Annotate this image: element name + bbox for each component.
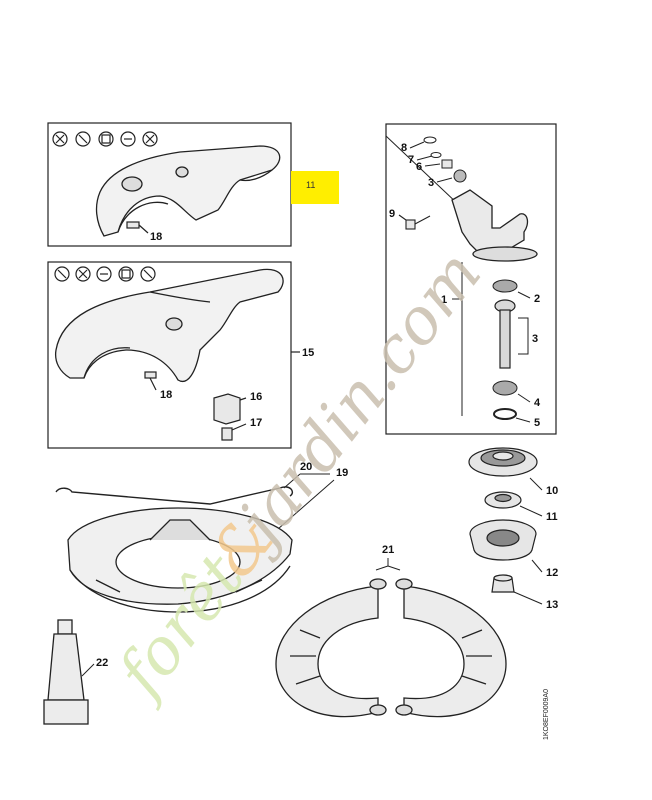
callout-21: 21 (382, 544, 394, 556)
part-11-washer (484, 491, 522, 509)
callout-8: 8 (401, 142, 407, 154)
screw-18-top (126, 221, 149, 234)
highlight-box[interactable] (291, 171, 339, 204)
callout-12: 12 (546, 567, 558, 579)
warning-icons-row-top (52, 131, 158, 147)
callout-11: 11 (546, 511, 558, 523)
leader-7 (416, 155, 433, 161)
leader-3-top (436, 177, 453, 183)
callout-18-bottom: 18 (160, 389, 172, 401)
screw-18-bottom (144, 371, 157, 391)
callout-17: 17 (250, 417, 262, 429)
gearbox-box-diagonal (385, 135, 461, 207)
part-9-screw (398, 214, 431, 230)
part-12-cup (469, 519, 537, 561)
highlight-label: 11 (306, 180, 315, 190)
part-6-bushing (441, 159, 453, 169)
callout-7: 7 (408, 154, 414, 166)
part-22-grease-tube (43, 619, 89, 725)
part-7-washer (430, 152, 442, 158)
part-21-guard-ring (275, 578, 507, 718)
part-16-bracket (213, 393, 247, 425)
callout-22: 22 (96, 657, 108, 669)
gearbox-housing (451, 189, 538, 262)
part-17-nut (221, 423, 247, 441)
callout-18-top: 18 (150, 231, 162, 243)
part-4-bearing (492, 380, 518, 396)
guard-shape-15 (54, 268, 284, 382)
leader-4 (517, 393, 531, 403)
leader-6 (424, 163, 441, 167)
leader-19 (269, 479, 335, 537)
leader-8 (409, 141, 425, 149)
leader-2 (517, 291, 531, 299)
leader-3-bracket (518, 317, 529, 355)
guard-detail-box-bottom (47, 261, 292, 449)
callout-2: 2 (534, 293, 540, 305)
part-5-circlip (493, 408, 517, 420)
callout-10: 10 (546, 485, 558, 497)
guard-shape-top (95, 145, 281, 237)
callout-15: 15 (302, 347, 314, 359)
part-10-thrust-plate (468, 447, 538, 477)
leader-5 (515, 417, 531, 423)
callout-3-shaft: 3 (532, 333, 538, 345)
part-13-nut (491, 574, 515, 593)
part-3-shaft (494, 299, 516, 369)
callout-3-top: 3 (428, 177, 434, 189)
drawing-code: 1KO8EF0009A0 (543, 689, 550, 740)
leader-13 (513, 591, 543, 605)
callout-5: 5 (534, 417, 540, 429)
leader-11 (519, 505, 543, 517)
part-8-clip (423, 136, 437, 144)
callout-4: 4 (534, 397, 541, 409)
callout-19: 19 (336, 467, 348, 479)
leader-21 (375, 558, 401, 571)
leader-22 (81, 663, 95, 677)
part-2-bearing (492, 279, 518, 293)
callout-1: 1 (441, 294, 447, 306)
part-3-bearing-top (453, 169, 467, 183)
leader-12 (531, 559, 543, 573)
gearbox-detail-box (385, 123, 557, 435)
callout-9: 9 (389, 208, 395, 220)
part-19-skid-plate (67, 507, 293, 613)
leader-20 (283, 473, 330, 489)
warning-icons-row-bottom (54, 266, 156, 282)
leader-10 (529, 477, 543, 491)
callout-6: 6 (416, 161, 422, 173)
part-20-wire (55, 486, 294, 505)
callout-16: 16 (250, 391, 262, 403)
callout-13: 13 (546, 599, 558, 611)
callout-20: 20 (300, 461, 312, 473)
